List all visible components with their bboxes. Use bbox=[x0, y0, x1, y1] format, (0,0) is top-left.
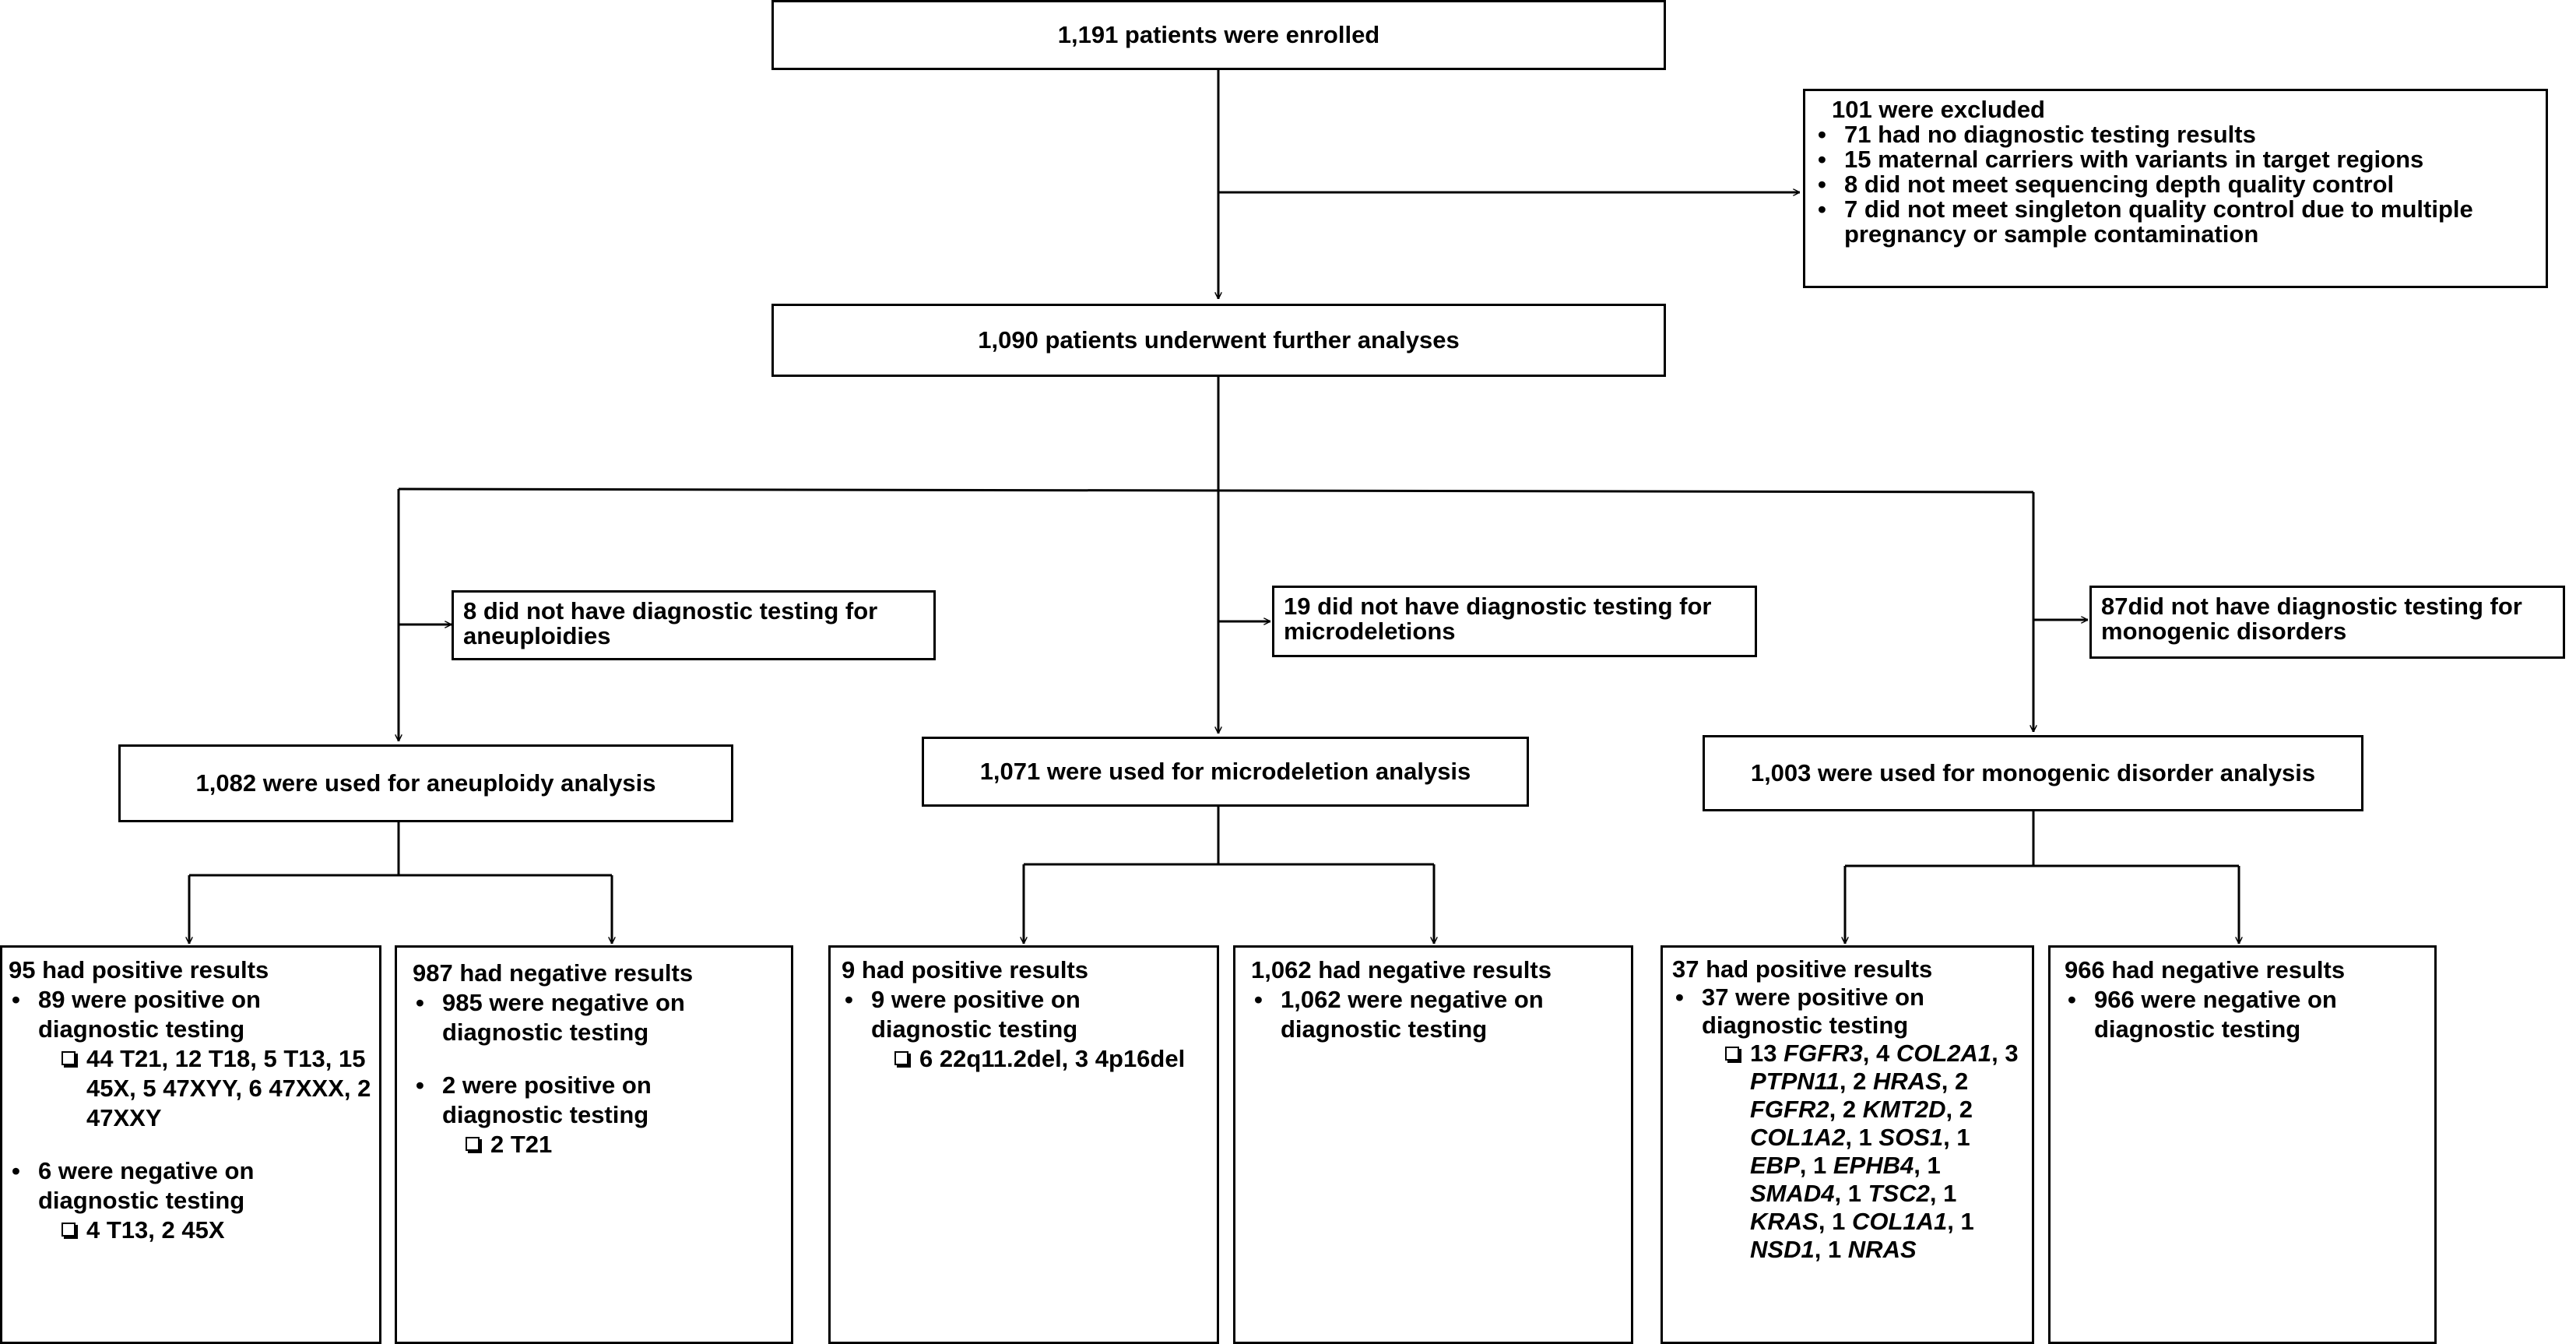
excluded-item: 8 did not meet sequencing depth quality … bbox=[1808, 172, 2536, 198]
gene-count: 3 bbox=[2005, 1040, 2019, 1067]
gene-count: 4 bbox=[1875, 1040, 1896, 1067]
gene-count: 13 bbox=[1750, 1040, 1784, 1067]
gene-name: COL1A1 bbox=[1851, 1208, 1948, 1235]
aneuploidy-excluded-text: 8 did not have diagnostic testing for an… bbox=[463, 597, 878, 649]
result-title: 987 had negative results bbox=[413, 959, 694, 987]
result-bullet: 37 were positive on diagnostic testing 1… bbox=[1666, 983, 2022, 1264]
result-detail: 6 22q11.2del, 3 4p16del bbox=[835, 1044, 1206, 1074]
gene-entry: 1 SMAD4 bbox=[1750, 1152, 1941, 1207]
gene-count: 1 bbox=[1960, 1208, 1974, 1235]
result-bullet: 2 were positive on diagnostic testing 2 … bbox=[406, 1071, 775, 1159]
microdeletion-analysis-box: 1,071 were used for microdeletion analys… bbox=[922, 737, 1529, 807]
gene-count: 2 bbox=[1955, 1068, 1969, 1095]
gene-name: TSC2 bbox=[1868, 1180, 1930, 1207]
excluded-box: 101 were excluded 71 had no diagnostic t… bbox=[1803, 89, 2548, 288]
gene-count: 1 bbox=[1847, 1180, 1868, 1207]
result-bullet: 89 were positive on diagnostic testing 4… bbox=[2, 985, 373, 1133]
microdeletion-excluded-box: 19 did not have diagnostic testing for m… bbox=[1272, 586, 1757, 657]
gene-entry: 1 SOS1 bbox=[1859, 1124, 1944, 1151]
gene-name: FGFR3 bbox=[1784, 1040, 1863, 1067]
gene-entry: 2 COL1A2 bbox=[1750, 1096, 1973, 1151]
gene-name: NSD1 bbox=[1750, 1236, 1815, 1263]
further-analyses-text: 1,090 patients underwent further analyse… bbox=[978, 326, 1460, 354]
excluded-item: 15 maternal carriers with variants in ta… bbox=[1808, 147, 2536, 173]
gene-name: NRAS bbox=[1847, 1236, 1917, 1263]
gene-name: KRAS bbox=[1750, 1208, 1819, 1235]
monogenic-negative-box: 966 had negative results 966 were negati… bbox=[2048, 945, 2437, 1344]
gene-entry: 1 EPHB4 bbox=[1813, 1152, 1914, 1179]
microdeletion-positive-box: 9 had positive results 9 were positive o… bbox=[828, 945, 1219, 1344]
line-split-horizontal bbox=[398, 487, 2034, 494]
gene-entry: 1 COL1A1 bbox=[1832, 1208, 1947, 1235]
gene-name: PTPN11 bbox=[1750, 1068, 1840, 1095]
aneuploidy-negative-box: 987 had negative results 985 were negati… bbox=[395, 945, 793, 1344]
gene-entry: 1 KRAS bbox=[1750, 1180, 1956, 1235]
gene-count: 1 bbox=[1858, 1124, 1879, 1151]
gene-list: 13 FGFR3, 4 COL2A1, 3 PTPN11, 2 HRAS, 2 … bbox=[1666, 1040, 2022, 1264]
result-bullet: 9 were positive on diagnostic testing 6 … bbox=[835, 985, 1206, 1074]
gene-entry: 1 TSC2 bbox=[1848, 1180, 1930, 1207]
gene-entry: 1 NSD1 bbox=[1750, 1208, 1974, 1263]
enrolled-box: 1,191 patients were enrolled bbox=[771, 0, 1666, 70]
gene-entry: 2 FGFR2 bbox=[1750, 1068, 1968, 1123]
aneuploidy-positive-box: 95 had positive results 89 were positive… bbox=[0, 945, 381, 1344]
gene-entry: 2 HRAS bbox=[1853, 1068, 1942, 1095]
excluded-item: 7 did not meet singleton quality control… bbox=[1808, 197, 2536, 247]
gene-count: 1 bbox=[1943, 1180, 1957, 1207]
further-analyses-box: 1,090 patients underwent further analyse… bbox=[771, 304, 1666, 377]
result-detail: 44 T21, 12 T18, 5 T13, 15 45X, 5 47XYY, … bbox=[2, 1044, 373, 1133]
gene-name: EBP bbox=[1750, 1152, 1800, 1179]
gene-name: KMT2D bbox=[1862, 1096, 1946, 1123]
gene-entry: 3 PTPN11 bbox=[1750, 1040, 2019, 1095]
gene-count: 2 bbox=[1842, 1096, 1863, 1123]
gene-entry: 13 FGFR3 bbox=[1750, 1040, 1863, 1067]
gene-count: 1 bbox=[1927, 1152, 1941, 1179]
enrolled-text: 1,191 patients were enrolled bbox=[1057, 21, 1380, 48]
gene-count: 1 bbox=[1832, 1208, 1852, 1235]
gene-name: SOS1 bbox=[1878, 1124, 1944, 1151]
result-bullet: 985 were negative on diagnostic testing bbox=[406, 988, 775, 1047]
result-bullet: 1,062 were negative on diagnostic testin… bbox=[1245, 985, 1615, 1044]
gene-name: FGFR2 bbox=[1750, 1096, 1829, 1123]
monogenic-excluded-box: 87did not have diagnostic testing for mo… bbox=[2089, 586, 2565, 659]
result-title: 95 had positive results bbox=[9, 956, 269, 983]
monogenic-analysis-text: 1,003 were used for monogenic disorder a… bbox=[1750, 759, 2316, 786]
gene-name: COL1A2 bbox=[1750, 1124, 1846, 1151]
result-bullet: 966 were negative on diagnostic testing bbox=[2058, 985, 2420, 1044]
microdeletion-excluded-text: 19 did not have diagnostic testing for m… bbox=[1284, 593, 1712, 645]
gene-count: 1 bbox=[1956, 1124, 1970, 1151]
monogenic-positive-box: 37 had positive results 37 were positive… bbox=[1661, 945, 2034, 1344]
gene-name: HRAS bbox=[1872, 1068, 1942, 1095]
gene-name: EPHB4 bbox=[1833, 1152, 1914, 1179]
gene-count: 2 bbox=[1959, 1096, 1973, 1123]
microdeletion-analysis-text: 1,071 were used for microdeletion analys… bbox=[979, 758, 1471, 785]
gene-entry: 1 NRAS bbox=[1828, 1236, 1917, 1263]
excluded-item: 71 had no diagnostic testing results bbox=[1808, 122, 2536, 148]
gene-name: COL2A1 bbox=[1896, 1040, 1992, 1067]
result-title: 9 had positive results bbox=[842, 956, 1088, 983]
excluded-title: 101 were excluded bbox=[1832, 96, 2045, 123]
monogenic-analysis-box: 1,003 were used for monogenic disorder a… bbox=[1703, 735, 2363, 811]
gene-count: 2 bbox=[1853, 1068, 1873, 1095]
result-bullet: 6 were negative on diagnostic testing 4 … bbox=[2, 1156, 373, 1245]
microdeletion-negative-box: 1,062 had negative results 1,062 were ne… bbox=[1233, 945, 1633, 1344]
aneuploidy-excluded-box: 8 did not have diagnostic testing for an… bbox=[452, 590, 936, 660]
gene-name: SMAD4 bbox=[1750, 1180, 1835, 1207]
gene-entry: 1 EBP bbox=[1750, 1124, 1970, 1179]
monogenic-excluded-text: 87did not have diagnostic testing for mo… bbox=[2101, 593, 2522, 645]
result-detail: 4 T13, 2 45X bbox=[2, 1216, 373, 1245]
result-title: 1,062 had negative results bbox=[1251, 956, 1552, 983]
gene-count: 1 bbox=[1812, 1152, 1833, 1179]
gene-count: 1 bbox=[1827, 1236, 1848, 1263]
result-title: 37 had positive results bbox=[1672, 955, 1933, 983]
result-title: 966 had negative results bbox=[2065, 956, 2346, 983]
aneuploidy-analysis-text: 1,082 were used for aneuploidy analysis bbox=[195, 769, 656, 797]
result-detail: 2 T21 bbox=[406, 1130, 775, 1159]
aneuploidy-analysis-box: 1,082 were used for aneuploidy analysis bbox=[118, 744, 733, 822]
gene-entry: 2 KMT2D bbox=[1843, 1096, 1946, 1123]
gene-entry: 4 COL2A1 bbox=[1876, 1040, 1991, 1067]
